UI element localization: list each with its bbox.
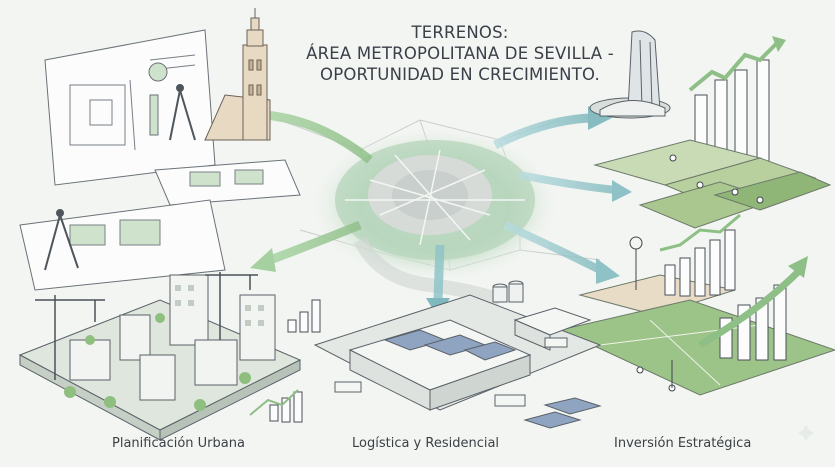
skyscraper <box>589 30 671 119</box>
caption-logistica: Logística y Residencial <box>352 436 500 451</box>
title-line-3: OPORTUNIDAD EN CRECIMIENTO. <box>320 65 600 84</box>
land-parcels <box>558 139 835 396</box>
caption-inversion: Inversión Estratégica <box>614 436 752 451</box>
growth-arrows <box>240 104 632 318</box>
caption-planificacion: Planificación Urbana <box>112 436 245 451</box>
page-title: TERRENOS: ÁREA METROPOLITANA DE SEVILLA … <box>290 22 630 85</box>
title-line-1: TERRENOS: <box>411 23 509 42</box>
giralda-tower <box>204 8 271 141</box>
growth-chart-top <box>688 36 786 166</box>
sparkle-icon <box>798 425 814 441</box>
cranes <box>35 272 258 380</box>
blueprint-papers <box>19 29 301 291</box>
logistics-park <box>313 280 602 429</box>
compass-drawing <box>44 84 196 271</box>
growth-chart-left <box>249 299 321 423</box>
growth-chart-right <box>659 213 808 361</box>
title-line-2: ÁREA METROPOLITANA DE SEVILLA - <box>306 44 614 63</box>
metropolitan-map <box>310 127 560 307</box>
